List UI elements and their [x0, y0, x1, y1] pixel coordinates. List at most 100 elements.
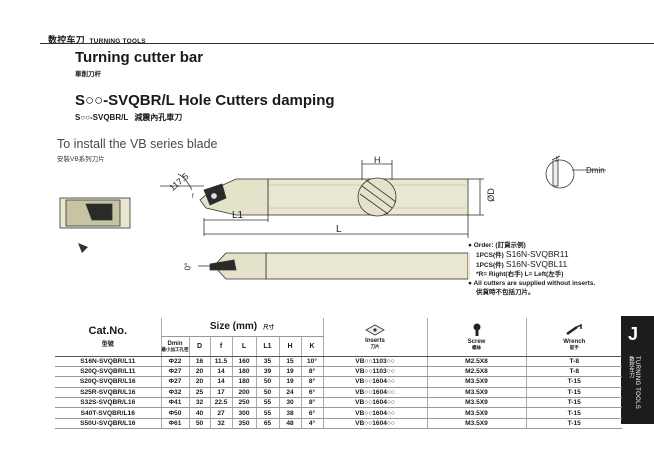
cell-insert: VB○○1604○○ [322, 387, 427, 399]
side-tab-label-en: TURNING TOOLS [634, 356, 640, 410]
cell-f: 11.5 [209, 356, 232, 367]
col-K-header: K [300, 336, 323, 357]
cell-h: 15 [278, 356, 301, 367]
dim-H: H [374, 155, 381, 165]
dmin-label: Dmin [167, 340, 183, 347]
example-2-code: S16N-SVQBL11 [505, 259, 568, 269]
cell-h: 30 [278, 397, 301, 409]
cell-dmin: Φ27 [160, 376, 189, 388]
side-tab-letter: J [628, 324, 639, 344]
cell-wrench: T-15 [525, 418, 622, 430]
bar-shank-side [265, 252, 469, 280]
dim-L1: L1 [232, 210, 244, 221]
cell-insert: VB○○1604○○ [322, 418, 427, 430]
catno-label: Cat.No. [88, 325, 128, 338]
cell-h: 48 [278, 418, 301, 430]
cell-cat: S32S-SVQBR/L16 [55, 397, 161, 409]
cell-k: 4° [300, 418, 323, 430]
catno-header: Cat.No. 型號 [55, 318, 161, 357]
dim-f: f [192, 194, 194, 200]
cell-wrench: T-15 [525, 387, 622, 399]
dim-K: K [556, 156, 560, 162]
hand-note: *R= Right(右手) L= Left(左手) [476, 271, 564, 278]
cell-screw: M2.5X8 [426, 366, 526, 378]
screw-cn: 螺絲 [472, 344, 481, 350]
cell-cat: S40T-SVQBR/L16 [55, 407, 161, 419]
cell-f: 32 [209, 418, 232, 430]
example-1-qty: 1PCS(件) [476, 252, 504, 259]
cell-k: 8° [300, 376, 323, 388]
cell-l: 350 [231, 418, 256, 430]
cell-d: 25 [188, 387, 210, 399]
size-header: Size (mm)尺寸 [160, 318, 323, 337]
cell-cat: S20Q-SVQBR/L16 [55, 376, 161, 388]
insert-side [209, 259, 237, 271]
col-f-header: f [209, 336, 232, 357]
col-L-header: L [231, 336, 256, 357]
col-D-header: D [188, 336, 210, 357]
cell-screw: M3.5X9 [426, 407, 526, 419]
cell-insert: VB○○1604○○ [322, 376, 427, 388]
cell-dmin: Φ27 [160, 366, 189, 378]
cell-k: 8° [300, 366, 323, 378]
wrench-header: Wrench 扳手 [525, 318, 622, 357]
cell-insert: VB○○1103○○ [322, 366, 427, 378]
side-tab-label-cn: 数控车刀 [628, 356, 634, 378]
cell-d: 40 [188, 407, 210, 419]
table-header-row-1: Cat.No. 型號 Size (mm)尺寸 Inserts 刀片 Screw … [55, 318, 622, 357]
cell-dmin: Φ61 [160, 418, 189, 430]
cell-dmin: Φ32 [160, 387, 189, 399]
wrench-label: Wrench [563, 338, 586, 345]
cell-l1: 55 [255, 407, 279, 419]
size-label: Size (mm) [209, 321, 258, 333]
cell-l1: 55 [255, 397, 279, 409]
cell-insert: VB○○1604○○ [322, 407, 427, 419]
spec-table: Cat.No. 型號 Size (mm)尺寸 Inserts 刀片 Screw … [55, 318, 622, 430]
hatch-3 [365, 179, 397, 203]
series-subtitle: S○○-SVQBR/L 減震內孔車刀 [75, 112, 182, 123]
arrow-icon [78, 243, 88, 253]
cell-wrench: T-15 [525, 376, 622, 388]
cell-insert: VB○○1103○○ [322, 356, 427, 367]
cell-screw: M3.5X9 [426, 397, 526, 409]
insert-hole [211, 193, 217, 199]
inserts-note-cn: 供貨時不包括刀片。 [476, 289, 535, 296]
cell-wrench: T-15 [525, 397, 622, 409]
cell-d: 16 [188, 356, 210, 367]
cell-k: 10° [300, 356, 323, 367]
page-title-cn: 車削刀杆 [75, 71, 101, 78]
technical-drawing [59, 155, 606, 280]
header-divider [40, 43, 654, 44]
cell-l: 300 [231, 407, 256, 419]
cell-h: 24 [278, 387, 301, 399]
insert-icon [365, 324, 385, 336]
cell-dmin: Φ22 [160, 356, 189, 367]
example-2-qty: 1PCS(件) [476, 262, 504, 269]
cell-k: 6° [300, 387, 323, 399]
wrench-cn: 扳手 [569, 344, 579, 350]
cell-l: 180 [231, 376, 256, 388]
install-title-cn: 安裝VB系列刀片 [57, 156, 105, 163]
cell-dmin: Φ41 [160, 397, 189, 409]
screw-label: Screw [467, 338, 486, 345]
cell-cat: S50U-SVQBR/L16 [55, 418, 161, 430]
dim-D: ØD [485, 188, 496, 202]
cell-f: 14 [209, 376, 232, 388]
cell-insert: VB○○1604○○ [322, 397, 427, 409]
cell-screw: M3.5X9 [426, 418, 526, 430]
cell-dmin: Φ50 [160, 407, 189, 419]
cell-k: 6° [300, 407, 323, 419]
cell-cat: S25R-SVQBR/L16 [55, 387, 161, 399]
cell-l1: 50 [255, 387, 279, 399]
series-subtitle-code: S○○-SVQBR/L [75, 113, 129, 122]
cell-d: 20 [188, 366, 210, 378]
col-L1-header: L1 [255, 336, 279, 357]
cell-l: 200 [231, 387, 256, 399]
dim-Dmin: Dmin [586, 166, 605, 175]
cell-k: 8° [300, 397, 323, 409]
